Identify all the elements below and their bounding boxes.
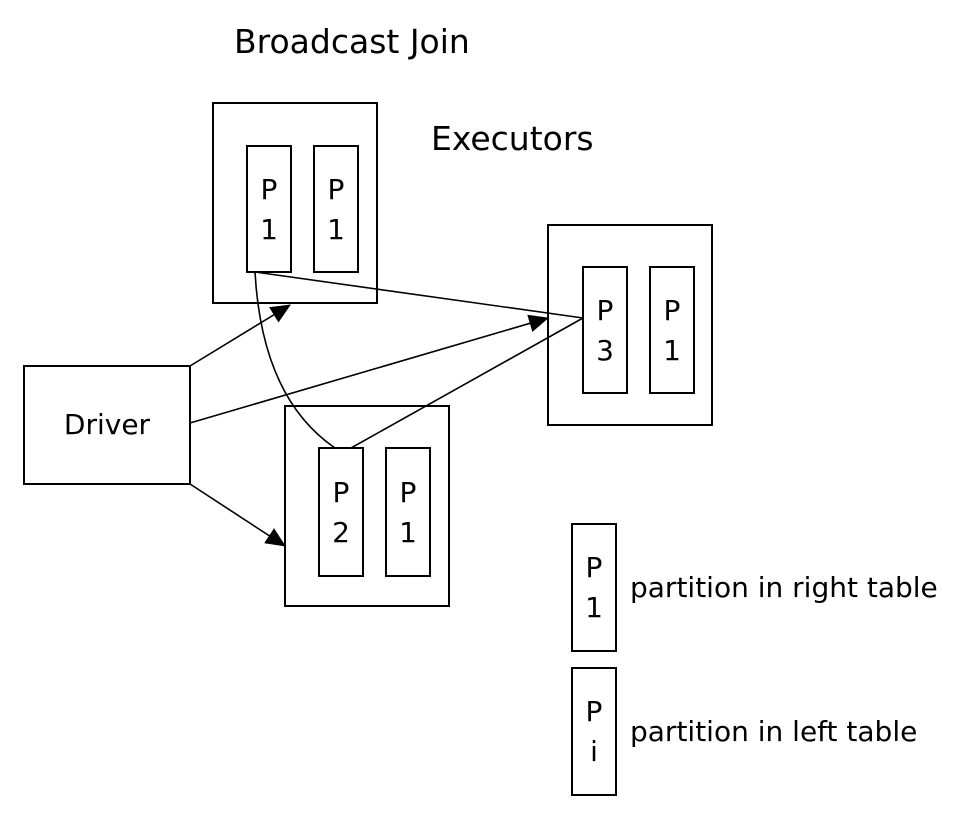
partition-box [313,145,359,273]
partition-box [318,447,364,577]
executor-1-partition-b: P 1 [313,145,359,273]
partition-letter: P [586,551,603,584]
partition-number: 1 [663,334,681,367]
partition-box [582,266,628,394]
executor-2-partition-a: P 2 [318,447,364,577]
partition-number: 2 [332,516,350,549]
partition-letter: P [597,294,614,327]
partition-letter: P [400,476,417,509]
legend-partition-box [571,667,617,796]
partition-number: 1 [260,213,278,246]
driver: Driver [23,365,191,485]
executor-2-partition-b: P 1 [385,447,431,577]
legend-item-left-table: P i partition in left table [571,667,917,796]
partition-letter: P [261,173,278,206]
legend-text: partition in left table [630,715,917,748]
executor-1-to-executor-3-edge [254,271,584,319]
partition-number: 3 [596,334,614,367]
partition-letter: P [664,294,681,327]
executors-label: Executors [431,119,594,158]
partition-number: 1 [399,516,417,549]
partition-box [246,145,292,273]
executor-3-partition-a: P 3 [582,266,628,394]
legend: P 1 partition in right table P i partiti… [571,523,938,796]
executor-1-to-executor-2-edge [254,271,336,449]
executor-2-to-executor-3-edge [350,317,584,449]
driver-box [23,365,191,485]
legend-text: partition in right table [630,571,938,604]
partition-number: 1 [585,591,603,624]
partition-number: i [590,735,598,768]
executor-1: P 1 P 1 [212,102,378,304]
driver-to-executor-1-arrow [189,304,291,367]
partition-letter: P [328,173,345,206]
partition-letter: P [333,476,350,509]
executor-3-partition-b: P 1 [649,266,695,394]
executor-1-partition-a: P 1 [246,145,292,273]
partition-letter: P [586,695,603,728]
executor-3: P 3 P 1 [547,224,713,426]
driver-label: Driver [64,408,151,441]
legend-item-right-table: P 1 partition in right table [571,523,938,652]
legend-partition-box [571,523,617,652]
driver-to-executor-2-arrow [189,483,286,547]
diagram-title: Broadcast Join [234,22,470,61]
partition-number: 1 [327,213,345,246]
driver-to-executor-3-arrow [189,314,549,424]
partition-box [649,266,695,394]
executor-2: P 2 P 1 [284,405,450,607]
partition-box [385,447,431,577]
